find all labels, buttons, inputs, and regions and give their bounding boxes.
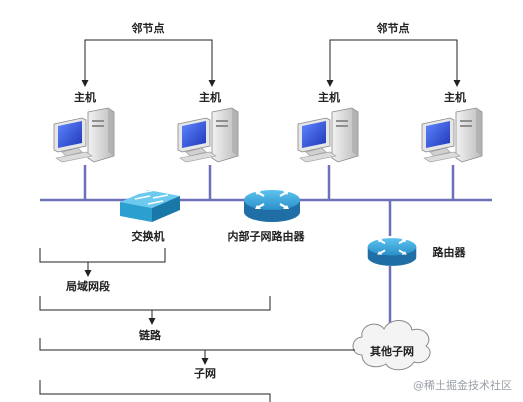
host-label-4: 主机 [444, 90, 466, 104]
computer-icon-4 [421, 107, 483, 163]
subnet-bracket [39, 338, 355, 351]
lan-segment-label: 局域网段 [65, 279, 110, 293]
router-label: 路由器 [433, 245, 467, 259]
host-label-1: 主机 [74, 90, 96, 104]
router-icon [366, 237, 418, 267]
link-label: 链路 [139, 328, 162, 342]
watermark-text: @稀土掘金技术社区 [413, 378, 512, 392]
neighbor-label-right: 邻节点 [376, 21, 410, 35]
switch-icon [120, 189, 180, 222]
network-bus [40, 165, 492, 330]
host-label-3: 主机 [318, 90, 340, 104]
internal-router-label: 内部子网路由器 [228, 229, 306, 243]
other-subnet-label: 其他子网 [370, 344, 414, 358]
cloud-icon [352, 320, 431, 371]
computer-icon-3 [297, 107, 359, 163]
computer-icon-1 [53, 107, 115, 163]
internal-router-icon [242, 188, 302, 224]
computer-icon-2 [177, 107, 239, 163]
subnet-label: 子网 [194, 367, 216, 380]
neighbor-bracket-right [326, 39, 461, 87]
hierarchy-brackets [39, 248, 355, 402]
link-bracket [39, 296, 271, 311]
neighbor-label-left: 邻节点 [131, 21, 165, 35]
host-label-2: 主机 [199, 90, 221, 104]
lan-segment-bracket [39, 248, 166, 263]
switch-label: 交换机 [132, 229, 165, 243]
outer-bracket [39, 380, 271, 402]
neighbor-bracket-left [81, 39, 216, 87]
